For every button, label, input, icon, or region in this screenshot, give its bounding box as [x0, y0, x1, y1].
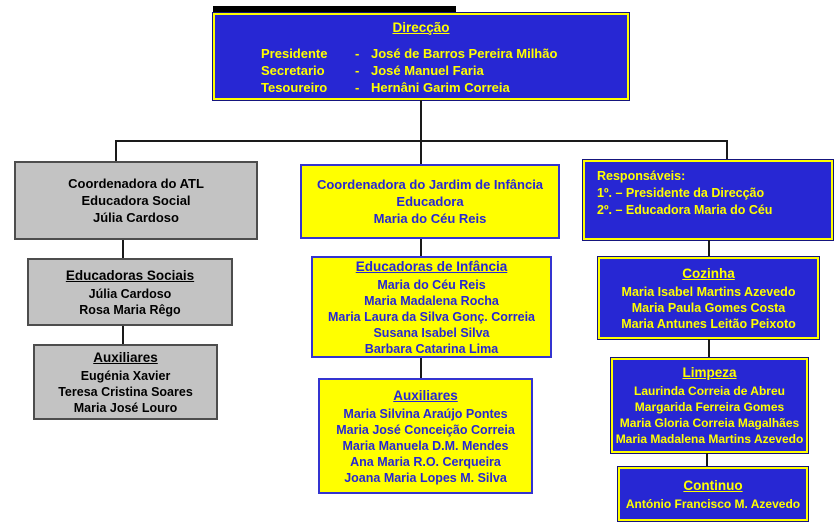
staff-name: Maria Antunes Leitão Peixoto [621, 316, 796, 331]
servicos-head-box: Responsáveis: 1º. – Presidente da Direcç… [583, 160, 833, 240]
atl-head-line: Coordenadora do ATL [68, 176, 204, 191]
staff-name: Maria José Conceição Correia [336, 422, 515, 437]
connector-line [420, 358, 422, 378]
member-dash: - [355, 46, 360, 61]
staff-name: Maria Manuela D.M. Mendes [342, 438, 509, 453]
connector-line [708, 240, 710, 257]
servicos-head-line: 1º. – Presidente da Direcção [597, 186, 765, 200]
staff-name: Maria Madalena Martins Azevedo [615, 432, 804, 446]
atl-auxiliares-title: Auxiliares [93, 349, 158, 365]
staff-name: Eugénia Xavier [80, 368, 171, 383]
staff-name: Maria Laura da Silva Gonç. Correia [327, 309, 536, 324]
atl-head-line: Júlia Cardoso [93, 210, 179, 225]
staff-name: Laurinda Correia de Abreu [634, 384, 785, 398]
connector-line [726, 140, 728, 160]
connector-line [115, 140, 117, 161]
staff-name: Maria José Louro [73, 400, 178, 415]
atl-educadoras-title: Educadoras Sociais [65, 267, 195, 283]
connector-line [122, 240, 124, 258]
member-dash: - [355, 63, 360, 78]
jardim-auxiliares-title: Auxiliares [393, 387, 458, 403]
member-role: Tesoureiro [261, 80, 328, 95]
member-name: José de Barros Pereira Milhão [371, 46, 558, 61]
member-role: Presidente [261, 46, 328, 61]
staff-name: Maria Isabel Martins Azevedo [621, 284, 796, 299]
connector-line [420, 100, 422, 141]
staff-name: Margarida Ferreira Gomes [634, 400, 785, 414]
direccao-title: Direcção [392, 20, 450, 35]
member-dash: - [355, 80, 360, 95]
atl-educadoras-box: Educadoras Sociais Júlia Cardoso Rosa Ma… [27, 258, 233, 326]
staff-name: Barbara Catarina Lima [364, 341, 499, 356]
staff-name: Júlia Cardoso [88, 286, 172, 301]
connector-line [420, 140, 422, 164]
staff-name: António Francisco M. Azevedo [625, 496, 801, 511]
staff-name: Maria Madalena Rocha [364, 293, 499, 308]
atl-head-line: Educadora Social [81, 193, 191, 208]
servicos-head-line: 2º. – Educadora Maria do Céu [597, 203, 773, 217]
staff-name: Ana Maria R.O. Cerqueira [350, 454, 501, 469]
staff-name: Teresa Cristina Soares [58, 384, 193, 399]
cozinha-box: Cozinha Maria Isabel Martins Azevedo Mar… [598, 257, 819, 339]
staff-name: Susana Isabel Silva [373, 325, 490, 340]
jardim-auxiliares-box: Auxiliares Maria Silvina Araújo Pontes M… [318, 378, 533, 494]
continuo-title: Continuo [683, 477, 743, 493]
jardim-educadoras-box: Educadoras de Infância Maria do Céu Reis… [311, 256, 552, 358]
jardim-head-line: Maria do Céu Reis [373, 211, 487, 226]
direccao-box: Direcção Presidente - José de Barros Per… [213, 13, 629, 100]
jardim-head-line: Educadora [396, 194, 464, 209]
staff-name: Maria Silvina Araújo Pontes [343, 406, 508, 421]
atl-auxiliares-box: Auxiliares Eugénia Xavier Teresa Cristin… [33, 344, 218, 420]
connector-line [708, 339, 710, 358]
cozinha-title: Cozinha [682, 265, 735, 281]
limpeza-box: Limpeza Laurinda Correia de Abreu Margar… [611, 358, 808, 453]
connector-line [706, 453, 708, 467]
connector-line [420, 239, 422, 256]
direccao-members: Presidente - José de Barros Pereira Milh… [215, 45, 627, 96]
jardim-head-box: Coordenadora do Jardim de Infância Educa… [300, 164, 560, 239]
staff-name: Maria Paula Gomes Costa [631, 300, 786, 315]
staff-name: Joana Maria Lopes M. Silva [344, 470, 507, 485]
staff-name: Maria Gloria Correia Magalhães [619, 416, 800, 430]
jardim-educadoras-title: Educadoras de Infância [355, 258, 508, 274]
connector-line [122, 326, 124, 344]
staff-name: Rosa Maria Rêgo [79, 302, 181, 317]
limpeza-title: Limpeza [682, 365, 737, 380]
staff-name: Maria do Céu Reis [377, 277, 486, 292]
servicos-head-line: Responsáveis: [597, 169, 686, 183]
member-name: Hernâni Garim Correia [371, 80, 510, 95]
member-role: Secretario [261, 63, 325, 78]
jardim-head-line: Coordenadora do Jardim de Infância [316, 177, 544, 192]
member-name: José Manuel Faria [371, 63, 484, 78]
continuo-box: Continuo António Francisco M. Azevedo [618, 467, 808, 521]
atl-head-box: Coordenadora do ATL Educadora Social Júl… [14, 161, 258, 240]
top-edge-artifact [213, 6, 456, 13]
